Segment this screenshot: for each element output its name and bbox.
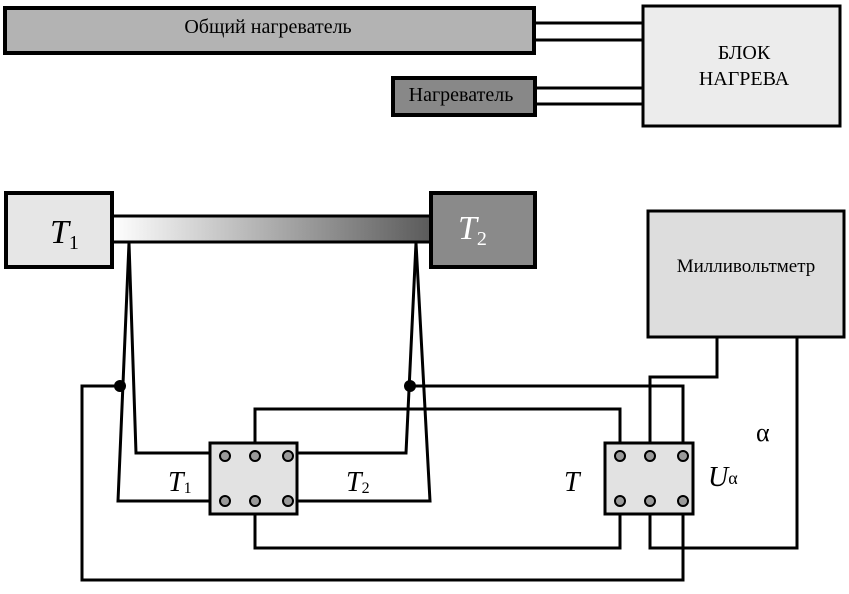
alpha-label: α [756, 418, 770, 447]
junction-left [114, 380, 126, 392]
switch-left-t1-label: T1 [168, 467, 192, 498]
switch-left-terminals [219, 450, 294, 507]
switch-right-t-label: T [564, 467, 582, 498]
millivoltmeter-label: Милливольтметр [677, 256, 816, 277]
t1-block-label: T1 [50, 214, 79, 254]
t2-block-label: T2 [458, 210, 487, 250]
small-heater-label: Нагреватель [409, 84, 514, 106]
junction-right [404, 380, 416, 392]
circuit-wires [80, 242, 799, 582]
common-heater [3, 6, 536, 55]
t2-block [429, 191, 537, 269]
temperature-rod [110, 214, 434, 244]
t1-block [4, 191, 114, 269]
switch-right-u-label: Uα [708, 462, 738, 493]
heating-block-line1: БЛОК [718, 42, 771, 64]
heating-block [641, 4, 842, 128]
heater-block-wires [534, 21, 643, 106]
small-heater [391, 76, 537, 117]
common-heater-label: Общий нагреватель [184, 16, 351, 38]
heating-block-line2: НАГРЕВА [699, 68, 790, 90]
switch-right-terminals [614, 450, 689, 507]
millivoltmeter [646, 209, 846, 339]
switch-left-t2-label: T2 [346, 467, 370, 498]
